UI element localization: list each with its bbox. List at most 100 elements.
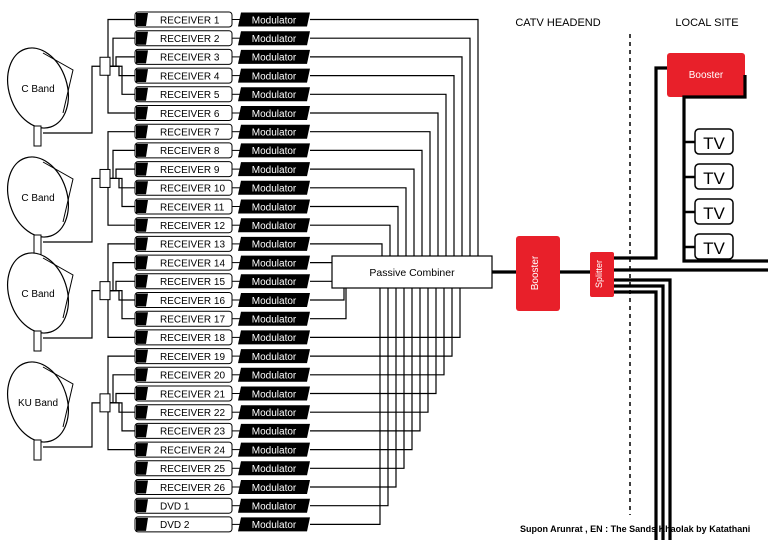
dish-feed-arm bbox=[42, 366, 74, 428]
receiver-marker bbox=[136, 405, 148, 419]
receiver-marker bbox=[136, 330, 148, 344]
receiver-label: RECEIVER 20 bbox=[160, 371, 225, 382]
receiver-marker bbox=[136, 106, 148, 120]
receiver-marker bbox=[136, 293, 148, 307]
modulator-block bbox=[238, 180, 310, 195]
dish-band-label: C Band bbox=[21, 84, 54, 95]
receiver-marker bbox=[136, 256, 148, 270]
receiver-marker bbox=[136, 312, 148, 326]
headend-header: CATV HEADEND bbox=[515, 17, 600, 29]
feed-line bbox=[110, 290, 135, 320]
dish-feed-arm bbox=[42, 52, 74, 114]
feed-line bbox=[107, 131, 135, 170]
receiver-label: RECEIVER 7 bbox=[160, 128, 220, 139]
combiner-feed-line bbox=[310, 288, 345, 301]
receiver-marker bbox=[136, 87, 148, 101]
satellite-dish: KU Band bbox=[7, 361, 74, 461]
receiver-label: RECEIVER 26 bbox=[160, 483, 225, 494]
modulator-block bbox=[238, 255, 310, 270]
receiver-label: RECEIVER 19 bbox=[160, 352, 225, 363]
modulator-label: Modulator bbox=[252, 333, 297, 344]
tv-label: TV bbox=[703, 204, 725, 223]
receiver-label: RECEIVER 21 bbox=[160, 389, 225, 400]
feed-line bbox=[110, 392, 135, 404]
modulator-label: Modulator bbox=[252, 128, 297, 139]
combiner-feed-line bbox=[310, 149, 423, 256]
receiver-marker bbox=[136, 387, 148, 400]
dish-cable bbox=[43, 65, 100, 134]
satellite-dish: C Band bbox=[7, 47, 74, 147]
tv-set: TV bbox=[684, 163, 734, 190]
feed-line bbox=[110, 402, 135, 432]
modulator-block bbox=[238, 517, 310, 532]
receiver-label: RECEIVER 12 bbox=[160, 221, 225, 232]
combiner-feed-line bbox=[310, 224, 391, 256]
receiver-marker bbox=[136, 349, 148, 363]
feed-line bbox=[110, 280, 135, 292]
receiver-marker bbox=[136, 125, 148, 139]
feed-line bbox=[110, 65, 135, 95]
receiver-marker bbox=[136, 517, 148, 531]
combiner-feed-line bbox=[310, 187, 407, 256]
receiver-label: RECEIVER 15 bbox=[160, 277, 225, 288]
modulator-block bbox=[238, 311, 310, 326]
tv-frame bbox=[694, 128, 734, 155]
receiver-label: RECEIVER 10 bbox=[160, 184, 225, 195]
splitter bbox=[590, 252, 614, 297]
modulator-block bbox=[238, 12, 310, 27]
modulator-block bbox=[238, 143, 310, 158]
multiswitch bbox=[99, 168, 111, 188]
dish-cable bbox=[43, 177, 100, 243]
feed-line bbox=[107, 299, 135, 338]
passive-combiner: Passive Combiner bbox=[331, 255, 493, 289]
combiner-feed-line bbox=[310, 168, 415, 256]
combiner-feed-line bbox=[310, 37, 471, 256]
tv-set: TV bbox=[684, 198, 734, 225]
dish-cable bbox=[43, 290, 100, 339]
multiswitch bbox=[99, 393, 111, 413]
feed-line bbox=[110, 37, 135, 67]
modulator-label: Modulator bbox=[252, 71, 297, 82]
modulator-label: Modulator bbox=[252, 240, 297, 251]
receiver-label: RECEIVER 23 bbox=[160, 427, 225, 438]
combiner-feed-line bbox=[310, 288, 397, 488]
receiver-marker bbox=[136, 218, 148, 232]
combiner-feed-line bbox=[310, 288, 429, 413]
dish-band-label: C Band bbox=[21, 289, 54, 300]
splitter-outputs bbox=[614, 66, 768, 540]
feed-line bbox=[107, 75, 135, 114]
modulator-block bbox=[238, 68, 310, 83]
receiver-label: RECEIVER 1 bbox=[160, 15, 220, 26]
tv-label: TV bbox=[703, 134, 725, 153]
tv-set: TV bbox=[684, 233, 734, 260]
local-site-header: LOCAL SITE bbox=[675, 17, 738, 29]
modulator-label: Modulator bbox=[252, 53, 297, 64]
receiver-label: RECEIVER 14 bbox=[160, 258, 225, 269]
receiver-label: RECEIVER 9 bbox=[160, 165, 220, 176]
receiver-marker bbox=[136, 368, 148, 382]
modulator-block bbox=[238, 236, 310, 251]
receiver-marker bbox=[136, 162, 148, 176]
modulator-label: Modulator bbox=[252, 184, 297, 195]
modulator-block bbox=[238, 405, 310, 420]
receiver-label: RECEIVER 4 bbox=[160, 71, 220, 82]
receiver-label: RECEIVER 22 bbox=[160, 408, 225, 419]
modulator-block bbox=[238, 480, 310, 494]
multiswitch bbox=[99, 281, 111, 301]
modulator-label: Modulator bbox=[252, 315, 297, 326]
modulator-block bbox=[238, 498, 310, 513]
feed-line bbox=[110, 262, 135, 292]
feed-line bbox=[110, 177, 135, 208]
modulator-block bbox=[238, 31, 310, 46]
modulator-label: Modulator bbox=[252, 445, 297, 456]
